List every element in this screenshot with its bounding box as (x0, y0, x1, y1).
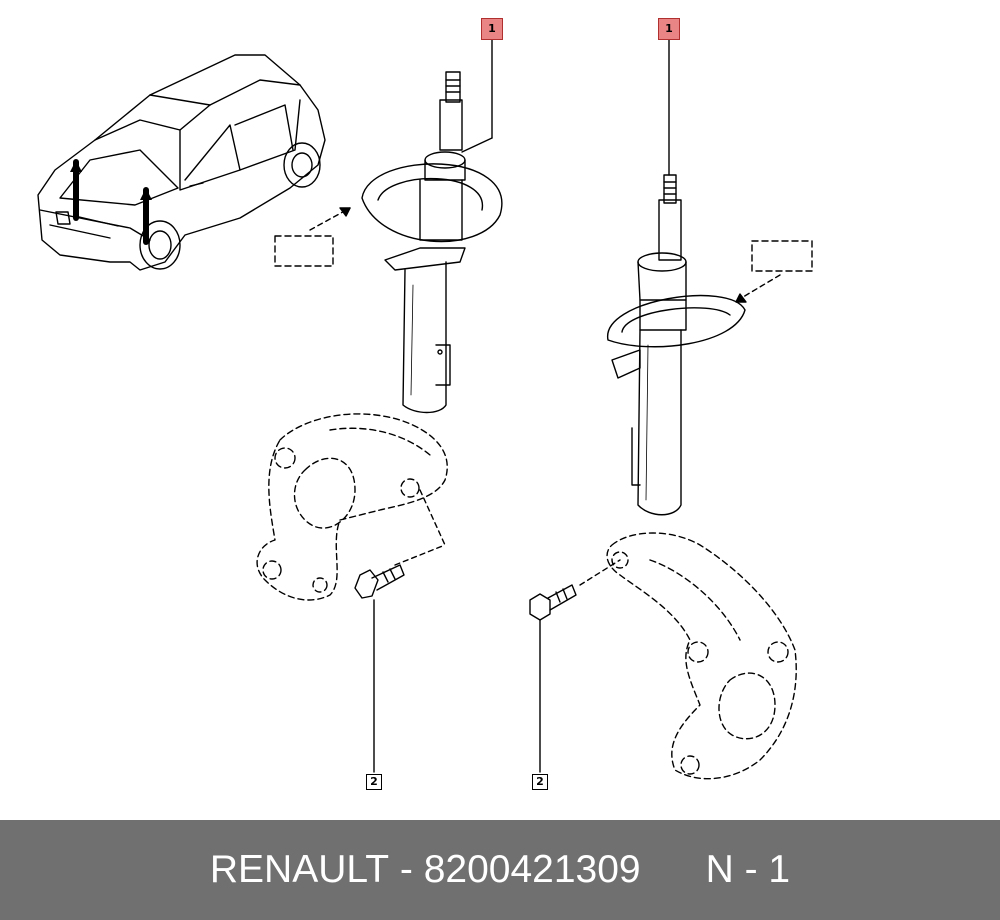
right-bolt (529, 584, 577, 621)
callout-strut-left: 1 (481, 18, 503, 40)
footer-bar: RENAULT - 8200421309 N - 1 (0, 820, 1000, 920)
footer-gap (641, 848, 706, 892)
strut-location-markers (73, 159, 149, 245)
callout-bolt-right: 2 (532, 774, 548, 790)
left-strut-assembly (361, 71, 503, 414)
left-bolt (354, 564, 405, 599)
car-illustration (37, 54, 326, 271)
position-code: N - 1 (705, 848, 791, 891)
right-reference-box (751, 240, 813, 272)
separator: - (389, 848, 424, 891)
callout-strut-right: 1 (658, 18, 680, 40)
left-steering-knuckle (256, 413, 448, 601)
callout-bolt-left: 2 (366, 774, 382, 790)
brand-label: RENAULT (209, 848, 390, 891)
right-strut-assembly (607, 174, 746, 516)
right-steering-knuckle (606, 532, 797, 780)
part-number: 8200421309 (423, 848, 641, 891)
parts-diagram (37, 39, 813, 780)
left-reference-box (274, 235, 334, 267)
